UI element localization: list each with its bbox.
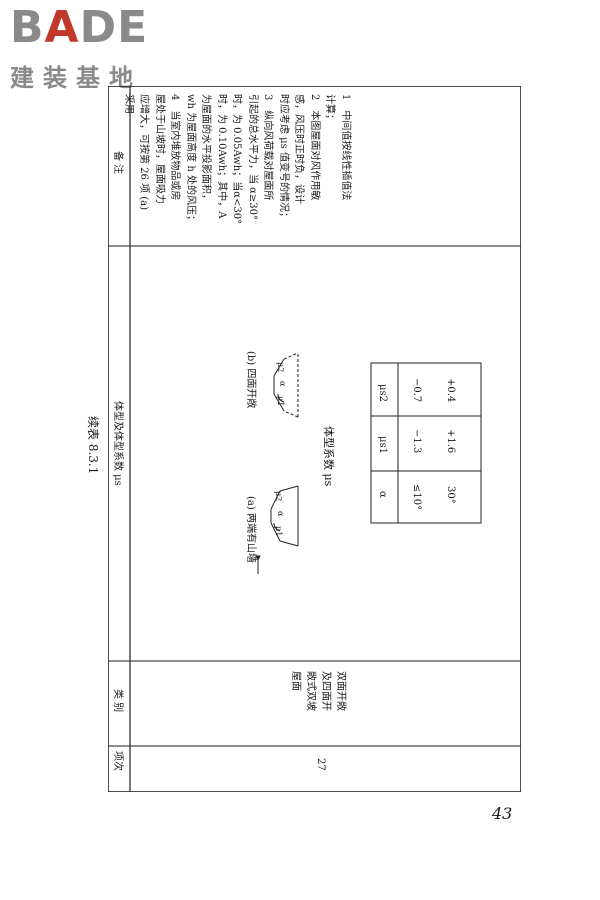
mu1-label-a: μ1 — [274, 526, 283, 537]
coeff-cell: ≤10° — [411, 484, 422, 511]
coeff-title: 体型系数 μs — [322, 426, 335, 487]
category-line: 双面开敞 — [335, 671, 346, 711]
notes-line: 感，风压时正时负，设计 — [293, 94, 305, 204]
notes-line: 2 本图屋面对风作用敏 — [309, 94, 320, 201]
header-item-no: 项次 — [112, 751, 123, 771]
notes-line: 应增大，可按第 26 项 (a) — [138, 94, 150, 211]
notes-line: 时，为 0.10Awh；其中，A — [216, 94, 227, 219]
coeff-cell: 30° — [445, 486, 456, 504]
coeff-header-mu2: μs2 — [377, 384, 388, 402]
brand-logo: BADE 建装基地 — [10, 6, 148, 93]
coeff-table-grid — [370, 362, 482, 524]
category-line: 屋面 — [290, 671, 301, 691]
coeff-cell: +1.6 — [445, 429, 456, 454]
notes-line: 采用 — [123, 94, 134, 114]
coeff-cell: −0.7 — [411, 378, 422, 403]
alpha-label-a: α — [276, 511, 285, 517]
item-number: 27 — [315, 758, 326, 771]
notes-line: 时，为 0.05Awh；当α<30° — [231, 94, 243, 225]
header-category: 类 别 — [112, 689, 123, 713]
notes-line: 为屋面的水平投影面积， — [200, 94, 212, 204]
notes-line: 3 纵向风荷载对屋面所 — [262, 94, 274, 201]
notes-line: 引起的总水平力，当 α≥30° — [247, 94, 258, 221]
category-line: 及四面开 — [320, 671, 331, 711]
mu1-label-b: μ1 — [276, 396, 285, 407]
header-shape-coeff: 体型及体型系数 μs — [112, 401, 123, 486]
coeff-cell: −1.3 — [411, 429, 422, 454]
mu2-label-a: μ2 — [274, 491, 283, 502]
notes-line: 4 当室内堆放物品或房 — [169, 94, 181, 201]
notes-text: 1 中间值按线性插值法 计算； 2 本图屋面对风作用敏 感，风压时正时负，设计 … — [121, 94, 354, 225]
table-caption: 续表 8.3.1 — [86, 416, 100, 475]
figure-a-label: (a) 两端有山墙 — [245, 496, 256, 563]
logo-wordmark: BADE — [10, 2, 149, 53]
table-grid — [108, 86, 521, 792]
category-text: 双面开敞 及四面开 敞式双坡 屋面 — [288, 671, 348, 711]
rotated-table-page: 续表 8.3.1 项次 类 别 体型及体型系数 μs 备 注 27 双面开敞 及… — [86, 86, 521, 792]
figure-b-label: (b) 四面开敞 — [245, 351, 256, 409]
coeff-header-alpha: α — [377, 491, 388, 498]
figure-a-diagram — [255, 485, 299, 574]
alpha-label-b: α — [278, 381, 287, 387]
category-line: 敞式双坡 — [305, 671, 316, 711]
notes-line: 计算； — [324, 94, 336, 124]
notes-line: 1 中间值按线性插值法 — [340, 94, 351, 201]
page-number: 43 — [492, 804, 513, 823]
notes-line: 时应考虑 μs 值变号的情况； — [278, 94, 289, 222]
mu2-label-b: μ2 — [276, 362, 285, 373]
coeff-header-mu1: μs1 — [377, 436, 388, 454]
notes-line: wh 为屋面高度 h 处的风压； — [185, 94, 196, 225]
coeff-cell: +0.4 — [445, 378, 456, 403]
logo-subtitle: 建装基地 — [10, 64, 142, 92]
figure-b-diagram — [273, 352, 299, 418]
notes-line: 屋处于山坡时，屋面吸力 — [154, 94, 165, 204]
